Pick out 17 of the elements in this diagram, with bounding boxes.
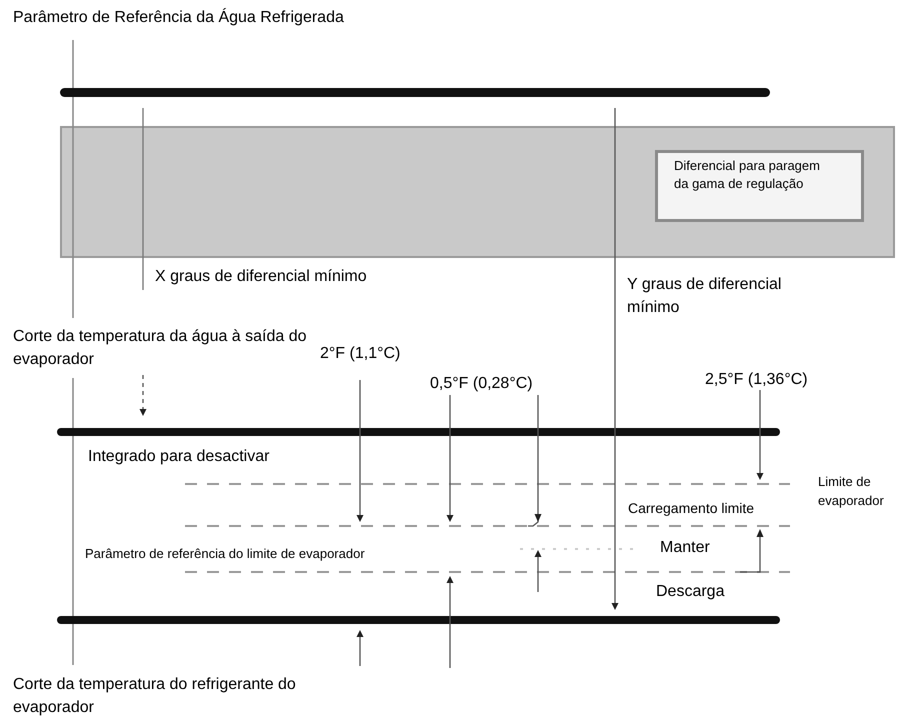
- label-text: Corte da temperatura da água à saída do evaporador: [13, 327, 308, 370]
- label-text: Integrado para desactivar: [88, 447, 270, 467]
- label-text: 2,5°F (1,36°C): [705, 370, 809, 390]
- diagram-title: Parâmetro de Referência da Água Refrigerada: [13, 7, 344, 28]
- label-text: Corte da temperatura do refrigerante do evaporador: [13, 675, 297, 718]
- label-text: X graus de diferencial mínimo: [155, 267, 368, 287]
- note-text: Diferencial para paragem da gama de regulação: [674, 157, 821, 193]
- label-text: Limite de evaporador: [818, 473, 885, 510]
- label-text: 2°F (1,1°C): [320, 344, 402, 364]
- shaded-band: [60, 126, 895, 258]
- label-text: Descarga: [656, 582, 726, 602]
- label-text: 0,5°F (0,28°C): [430, 374, 534, 394]
- label-text: Parâmetro de referência do limite de evaporador: [85, 545, 366, 563]
- label-text: Y graus de diferencial mínimo: [627, 275, 782, 318]
- note-box: [655, 150, 864, 222]
- label-text: Manter: [660, 538, 711, 558]
- label-text: Carregamento limite: [628, 499, 756, 518]
